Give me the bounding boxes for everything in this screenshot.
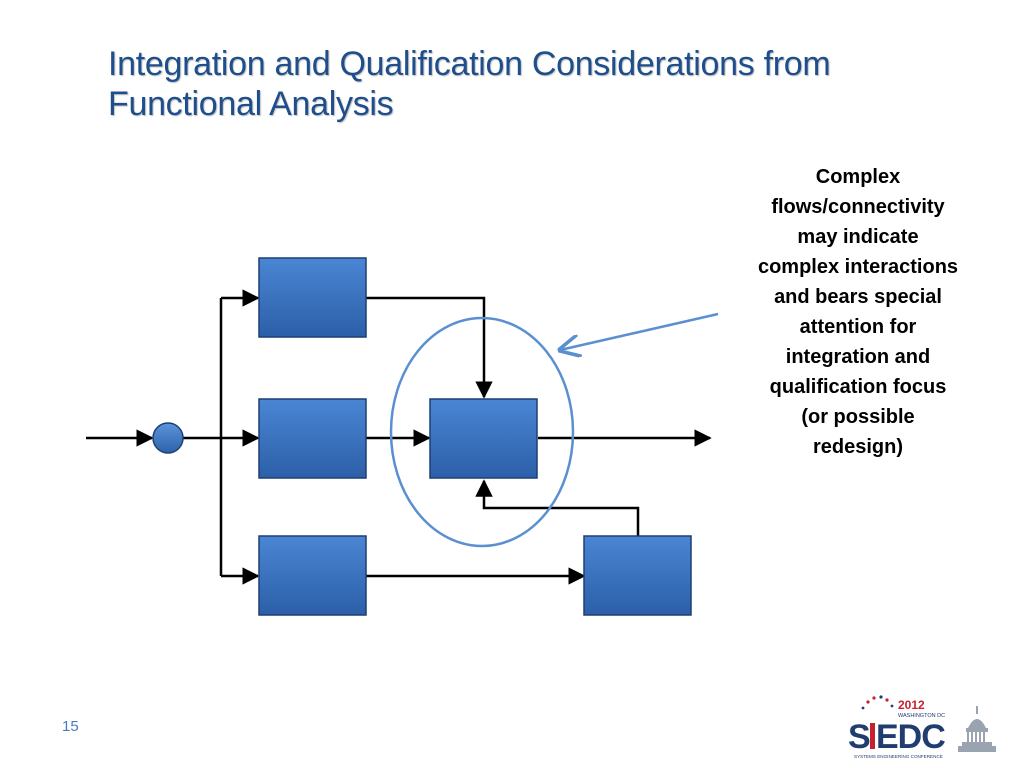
callout-line: and bears special <box>774 286 942 308</box>
logo-year: 2012 <box>898 698 925 712</box>
logo-stars-icon <box>861 695 894 710</box>
top-block-to-center-block-arrow <box>366 296 493 399</box>
input-junction-node <box>152 422 184 454</box>
callout-line: redesign) <box>812 436 904 458</box>
logo-wordmark: S <box>848 718 870 756</box>
capitol-dome-icon <box>958 706 996 752</box>
page-number: 15 <box>62 718 79 735</box>
callout-line: (or possible <box>801 406 915 428</box>
callout-line: complex interactions <box>757 256 959 278</box>
logo-red-bar <box>870 723 875 749</box>
slide-title: Integration and Qualification Considerat… <box>108 44 968 124</box>
sedc-conference-logo: 2012 WASHINGTON DC S EDC SYSTEMS ENGINEE… <box>848 695 996 759</box>
slide-title-line-2: Functional Analysis <box>108 85 394 123</box>
callout-line: Complex <box>815 166 901 188</box>
function-block-center <box>429 398 538 479</box>
function-block-middle <box>258 398 367 479</box>
slide-title-line-1: Integration and Qualification Considerat… <box>108 45 831 83</box>
callout-line: attention for <box>799 316 917 338</box>
highlight-ellipse <box>389 316 575 548</box>
right-block-feedback-arrow <box>475 479 640 536</box>
logo-city: WASHINGTON DC <box>898 713 945 719</box>
function-block-bottom <box>258 535 367 616</box>
callout-text: Complex flows/connectivity may indicate … <box>724 162 992 462</box>
function-block-top <box>258 257 367 338</box>
logo-wordmark-rest: EDC <box>876 718 945 756</box>
callout-line: flows/connectivity <box>771 196 945 218</box>
logo-tagline: SYSTEMS ENGINEERING CONFERENCE <box>854 754 943 759</box>
callout-line: qualification focus <box>769 376 947 398</box>
callout-line: may indicate <box>797 226 919 248</box>
callout-line: integration and <box>785 346 931 368</box>
callout-pointer-arrow <box>560 312 719 350</box>
function-block-right <box>583 535 692 616</box>
